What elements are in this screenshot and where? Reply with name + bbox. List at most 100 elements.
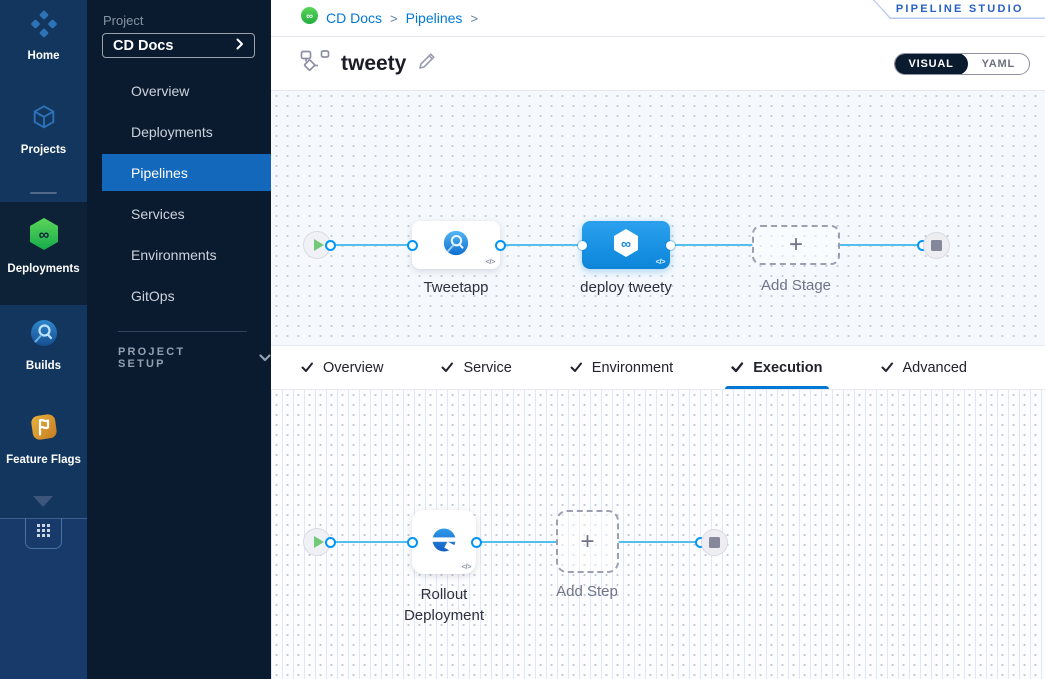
tab-environment[interactable]: Environment [570,346,673,389]
feature-flags-icon [29,412,59,447]
pipeline-flowchart-icon [300,49,330,78]
sidebar-item-label: Deployments [7,263,80,275]
stage-label: deploy tweety [580,279,672,296]
nav-item-services[interactable]: Services [87,193,271,234]
check-icon [570,362,582,372]
pipeline-title-bar: tweety VISUAL YAML [271,37,1045,91]
sidebar-item-home[interactable]: Home [0,10,87,63]
nav-item-label: Pipelines [131,164,188,181]
execution-end-node[interactable] [701,528,728,556]
step-label-line2: Deployment [403,607,485,624]
svg-text:∞: ∞ [621,235,631,251]
tab-label: Advanced [902,359,968,376]
module-sidebar: Home Projects ∞ Deployments [0,0,87,679]
toggle-yaml[interactable]: YAML [981,58,1015,70]
check-icon [881,362,893,372]
connector-handle[interactable] [406,239,418,251]
deploy-stage-icon: ∞ [610,227,642,264]
sidebar-item-builds[interactable]: Builds [0,318,87,373]
pipeline-end-node[interactable] [923,231,950,259]
sidebar-expand-chevron-icon[interactable] [33,496,53,507]
pipeline-link [331,540,413,544]
nav-item-label: Services [131,205,185,222]
projects-cube-icon [30,104,58,137]
sidebar-item-label: Builds [25,360,62,372]
connector-handle[interactable] [577,240,587,250]
project-selector[interactable]: CD Docs [102,33,255,58]
breadcrumb-link-project[interactable]: CD Docs [326,10,383,26]
tab-service[interactable]: Service [441,346,512,389]
module-grid-button[interactable] [25,518,62,549]
connector-handle[interactable] [325,536,336,548]
toggle-visual[interactable]: VISUAL [894,54,968,74]
tab-label: Overview [323,359,384,376]
tab-advanced[interactable]: Advanced [881,346,968,389]
connector-handle[interactable] [406,536,418,548]
connector-handle[interactable] [494,239,506,251]
rollout-deployment-icon [428,524,460,561]
main-content: PIPELINE STUDIO ∞ CD Docs > Pipelines > [271,0,1045,679]
project-nav: Overview Deployments Pipelines Services … [87,70,271,316]
edit-pencil-icon[interactable] [417,51,437,76]
tab-overview[interactable]: Overview [301,346,383,389]
pipeline-link [669,243,753,247]
home-icon [30,10,58,43]
project-name: CD Docs [113,37,174,54]
nav-item-label: Environments [131,246,217,263]
breadcrumb-separator: > [470,10,479,26]
connector-handle[interactable] [665,240,675,250]
play-icon [313,239,324,251]
tab-label: Environment [591,359,674,376]
nav-item-deployments[interactable]: Deployments [87,111,271,152]
pipeline-link [500,243,583,247]
visual-yaml-toggle[interactable]: VISUAL YAML [893,53,1030,75]
nav-item-label: GitOps [131,287,175,304]
plus-icon: + [788,231,803,258]
tab-label: Service [463,359,512,376]
chevron-right-icon [236,37,244,55]
build-stage-icon [442,229,470,262]
nav-item-overview[interactable]: Overview [87,70,271,111]
project-setup-toggle[interactable]: PROJECT SETUP [118,346,271,370]
add-step-label: Add Step [556,583,618,600]
code-icon: </> [461,562,472,571]
sidebar-item-projects[interactable]: Projects [0,104,87,157]
connector-handle[interactable] [470,536,482,548]
add-step-button[interactable]: + [556,510,619,573]
breadcrumb-link-pipelines[interactable]: Pipelines [405,10,463,26]
chevron-down-icon [259,349,271,367]
project-setup-label: PROJECT SETUP [118,346,186,370]
add-stage-button[interactable]: + [752,225,840,265]
sidebar-item-feature-flags[interactable]: Feature Flags [0,412,87,467]
sidebar-item-deployments[interactable]: ∞ Deployments [0,217,87,276]
check-icon [441,362,454,372]
pipeline-title: tweety [341,51,407,75]
play-icon [313,536,324,548]
plus-icon: + [580,527,595,555]
connector-handle[interactable] [325,239,336,251]
cd-green-icon: ∞ [301,7,318,29]
builds-icon [29,318,59,353]
stage-node-tweetapp[interactable]: </> [412,221,500,269]
code-icon: </> [655,257,666,266]
code-icon: </> [485,257,496,266]
tab-label: Execution [753,359,823,376]
nav-item-label: Overview [131,82,190,99]
sidebar-item-label: Feature Flags [6,454,81,466]
stage-canvas[interactable]: </> Tweetapp ∞ </> deploy tweety + [271,91,1045,345]
check-icon [731,362,744,373]
nav-item-pipelines[interactable]: Pipelines [87,152,271,193]
nav-item-gitops[interactable]: GitOps [87,275,271,316]
svg-text:∞: ∞ [38,227,49,244]
nav-item-environments[interactable]: Environments [87,234,271,275]
execution-canvas[interactable]: </> Rollout Deployment + Add Step [271,390,1045,679]
breadcrumb-separator: > [390,10,398,26]
step-node-rollout-deployment[interactable]: </> [412,510,476,574]
stage-node-deploy-tweety[interactable]: ∞ </> [582,221,670,269]
pipeline-link [618,540,702,544]
tab-execution[interactable]: Execution [725,346,829,389]
project-nav-divider [118,331,247,332]
pipeline-studio-label: PIPELINE STUDIO [895,2,1024,15]
sidebar-item-label: Home [27,50,60,62]
